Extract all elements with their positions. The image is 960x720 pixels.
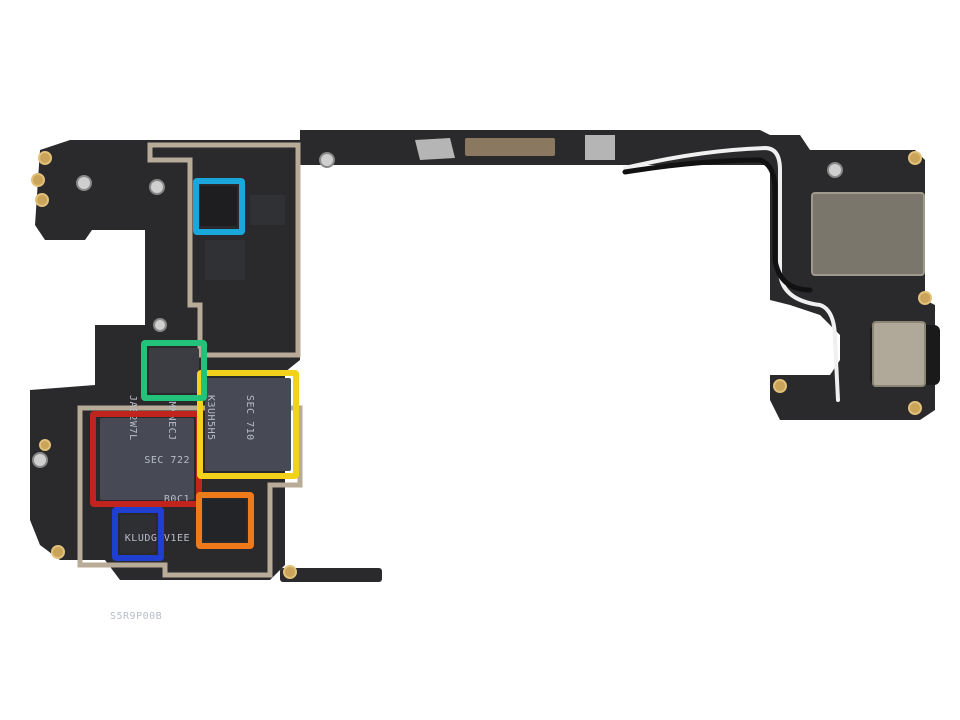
usb-c-port bbox=[870, 321, 940, 387]
chip-line bbox=[110, 571, 190, 584]
mounting-holes bbox=[31, 151, 932, 579]
chip-line: S5R9P00B bbox=[110, 611, 163, 622]
board-to-board-connector bbox=[465, 138, 555, 156]
screw-posts bbox=[32, 152, 843, 468]
chip-line: SEC 722 bbox=[144, 455, 190, 466]
rf-shield-frames bbox=[77, 142, 303, 578]
coax-cables bbox=[622, 145, 840, 402]
highlight-yellow-ram-chip bbox=[197, 370, 299, 479]
highlight-blue-chip bbox=[112, 507, 164, 561]
highlight-green-chip bbox=[141, 340, 207, 401]
chip-label-ufs-storage: SEC 722 B0C1 KLUDG8V1EE S5R9P00B bbox=[110, 428, 190, 636]
chip-line: KLUDG8V1EE bbox=[124, 533, 190, 544]
highlight-cyan-chip bbox=[193, 178, 245, 235]
chip-line: B0C1 bbox=[163, 494, 190, 505]
highlight-red-storage-chip bbox=[90, 411, 202, 507]
ic-packages bbox=[100, 186, 291, 553]
highlight-orange-chip bbox=[196, 492, 254, 549]
sim-card-tray bbox=[811, 192, 925, 276]
mounting-brackets bbox=[415, 135, 615, 160]
